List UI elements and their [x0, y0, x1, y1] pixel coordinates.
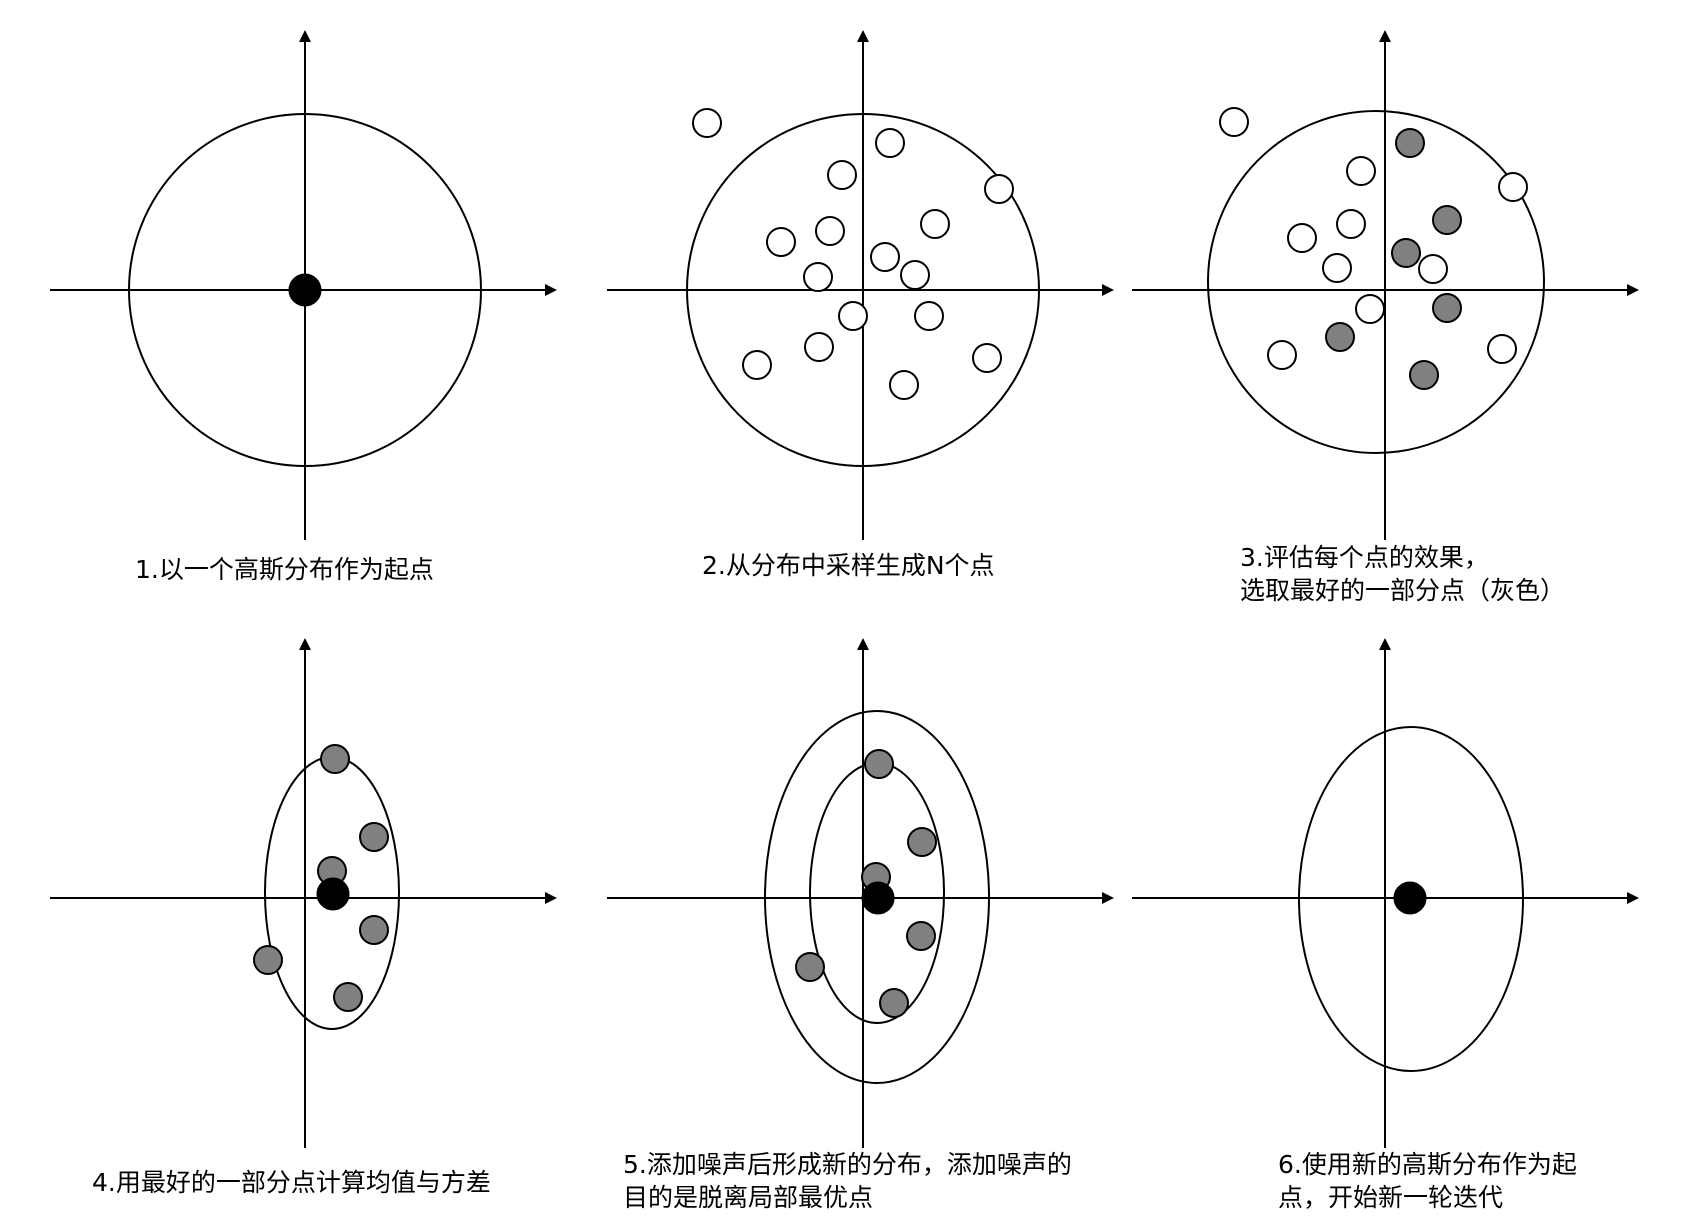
- sample-point: [1287, 223, 1317, 253]
- caption-line: 选取最好的一部分点（灰色）: [1240, 576, 1565, 605]
- sample-point: [838, 301, 868, 331]
- sample-point: [875, 128, 905, 158]
- selected-point: [907, 827, 937, 857]
- gaussian-ellipse: [1207, 110, 1545, 454]
- selected-point: [253, 945, 283, 975]
- mean-point: [288, 273, 322, 307]
- selected-point: [795, 952, 825, 982]
- sample-point: [766, 227, 796, 257]
- panel-1: 1.以一个高斯分布作为起点: [50, 30, 557, 584]
- gaussian-ellipse: [1298, 726, 1524, 1072]
- sample-point: [742, 350, 772, 380]
- sample-point: [900, 260, 930, 290]
- selected-point: [1395, 128, 1425, 158]
- sample-point: [914, 301, 944, 331]
- sample-point: [972, 343, 1002, 373]
- caption-line: 5.添加噪声后形成新的分布，添加噪声的: [623, 1150, 1072, 1179]
- caption-line: 2.从分布中采样生成N个点: [702, 551, 995, 580]
- sample-point: [1336, 209, 1366, 239]
- panel-4: 4.用最好的一部分点计算均值与方差: [50, 638, 557, 1197]
- sample-point: [803, 262, 833, 292]
- sample-point: [804, 332, 834, 362]
- gaussian-ellipse: [686, 113, 1040, 467]
- selected-point: [1409, 360, 1439, 390]
- panel-3: 3.评估每个点的效果， 选取最好的一部分点（灰色）: [1132, 30, 1639, 605]
- caption-line: 3.评估每个点的效果，: [1240, 543, 1489, 572]
- noise-ellipse: [764, 710, 990, 1084]
- mean-point: [861, 881, 895, 915]
- panel-5: 5.添加噪声后形成新的分布，添加噪声的 目的是脱离局部最优点: [607, 638, 1114, 1212]
- sample-point: [920, 209, 950, 239]
- selected-point: [1325, 322, 1355, 352]
- selected-point: [359, 915, 389, 945]
- sample-point: [1219, 107, 1249, 137]
- caption-line: 6.使用新的高斯分布作为起: [1278, 1150, 1577, 1179]
- gaussian-ellipse: [128, 113, 482, 467]
- sample-point: [889, 370, 919, 400]
- sample-point: [815, 216, 845, 246]
- sample-point: [1346, 156, 1376, 186]
- selected-point: [1391, 238, 1421, 268]
- sample-point: [870, 242, 900, 272]
- sample-point: [1487, 334, 1517, 364]
- mean-point: [316, 877, 350, 911]
- selected-point: [320, 744, 350, 774]
- selected-point: [864, 749, 894, 779]
- selected-point: [1432, 205, 1462, 235]
- sample-point: [1498, 172, 1528, 202]
- selected-point: [906, 921, 936, 951]
- selected-point: [879, 988, 909, 1018]
- caption-line: 1.以一个高斯分布作为起点: [135, 555, 434, 584]
- sample-point: [1355, 294, 1385, 324]
- selected-point: [359, 822, 389, 852]
- sample-point: [984, 174, 1014, 204]
- panel-2: 2.从分布中采样生成N个点: [607, 30, 1114, 580]
- caption-line: 目的是脱离局部最优点: [623, 1183, 873, 1212]
- mean-point: [1393, 881, 1427, 915]
- sample-point: [1267, 340, 1297, 370]
- sample-point: [827, 160, 857, 190]
- caption-line: 4.用最好的一部分点计算均值与方差: [92, 1168, 491, 1197]
- sample-point: [1418, 254, 1448, 284]
- selected-point: [1432, 293, 1462, 323]
- sample-point: [1322, 253, 1352, 283]
- caption-line: 点，开始新一轮迭代: [1278, 1183, 1503, 1212]
- sample-point: [692, 108, 722, 138]
- panel-6: 6.使用新的高斯分布作为起 点，开始新一轮迭代: [1132, 638, 1639, 1212]
- selected-point: [333, 982, 363, 1012]
